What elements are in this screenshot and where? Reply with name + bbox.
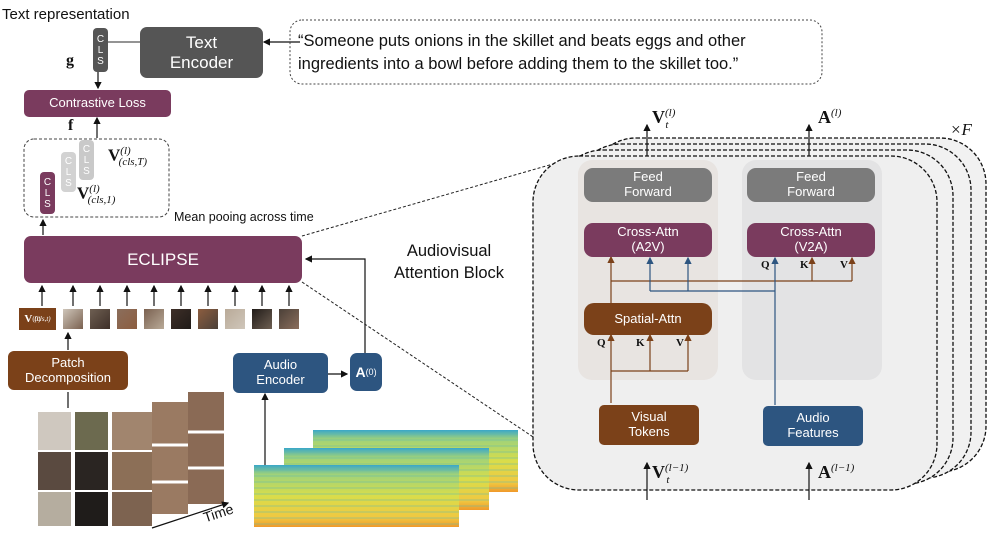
out-v-label: V(l)t <box>652 107 676 131</box>
patch-token <box>198 309 218 329</box>
text-encoder-line1: Text <box>185 32 218 52</box>
cls-visual-token: V(0)(cls,t) <box>19 308 56 330</box>
patch-token <box>171 309 191 329</box>
patch-token <box>252 309 272 329</box>
spatial-q-label: Q <box>597 337 606 349</box>
cross-attn-v2a: Cross-Attn(V2A) <box>747 223 875 257</box>
in-v-label: V(l−1)t <box>652 462 689 486</box>
spatial-attn: Spatial-Attn <box>584 303 712 335</box>
caption-box <box>289 19 823 85</box>
g-label: g <box>66 52 74 69</box>
block-title-line1: Audiovisual <box>406 242 492 260</box>
patch-decomposition-line2: Decomposition <box>25 369 111 385</box>
cross-v-label: V <box>840 259 848 271</box>
a0-to-eclipse-arrow <box>304 255 366 360</box>
block-title-line2: Attention Block <box>394 264 505 282</box>
patch-token <box>63 309 83 329</box>
audio-encoder-line2: Encoder <box>256 372 305 387</box>
token-arrows <box>38 284 293 306</box>
patch-decomposition: Patch Decomposition <box>8 351 128 390</box>
text-cls-token: C L S <box>93 28 108 72</box>
v-cls-T-label: V(l)(cls,T) <box>108 145 148 169</box>
audio-encoder: Audio Encoder <box>233 353 328 393</box>
frame-1 <box>38 412 152 526</box>
patch-token <box>279 309 299 329</box>
visual-wiring <box>607 255 856 403</box>
spatial-v-label: V <box>676 337 684 349</box>
frame-3 <box>152 402 188 514</box>
patch-token <box>144 309 164 329</box>
zoom-line-top <box>301 161 561 237</box>
a0-token: A(0) <box>350 353 382 391</box>
text-representation-title: Text representation <box>2 6 130 23</box>
repeat-F-label: ×F <box>950 120 972 139</box>
mean-pooling-caption: Mean pooing across time <box>174 210 314 224</box>
audio-wiring <box>646 256 779 405</box>
audio-encoder-line1: Audio <box>263 357 298 373</box>
spectrogram-stack <box>254 430 518 527</box>
cross-k-label: K <box>800 259 809 271</box>
in-a-label: A(l−1) <box>818 462 855 482</box>
caption-text: “Someone puts onions in the skillet and … <box>298 30 818 76</box>
spatial-k-label: K <box>636 337 645 349</box>
cls-letter: C <box>96 33 105 45</box>
cross-q-label: Q <box>761 259 770 271</box>
caption-line-1: “Someone puts onions in the skillet and … <box>298 32 746 50</box>
cross-attn-a2v: Cross-Attn(A2V) <box>584 223 712 257</box>
video-frame-stack <box>38 392 224 526</box>
f-label: f <box>68 117 74 134</box>
v-cls-1-label: V(l)(cls,1) <box>77 183 116 207</box>
text-encoder-line2: Encoder <box>169 52 234 72</box>
zoom-line-bottom <box>301 281 561 456</box>
cls-letter: L <box>97 44 104 56</box>
cls-letter: S <box>97 55 104 67</box>
caption-line-2: ingredients into a bowl before adding th… <box>298 55 739 73</box>
patch-token <box>117 309 137 329</box>
contrastive-loss: Contrastive Loss <box>24 90 171 117</box>
patch-token <box>225 309 245 329</box>
attention-block-title: Audiovisual Attention Block <box>394 240 504 284</box>
patch-decomposition-line1: Patch <box>51 354 85 370</box>
time-arrow <box>151 501 230 529</box>
text-encoder: Text Encoder <box>140 27 263 78</box>
frame-4 <box>188 392 224 504</box>
pooling-box <box>23 138 170 218</box>
out-a-label: A(l) <box>818 107 842 127</box>
eclipse-module: ECLIPSE <box>24 236 302 283</box>
patch-token <box>90 309 110 329</box>
